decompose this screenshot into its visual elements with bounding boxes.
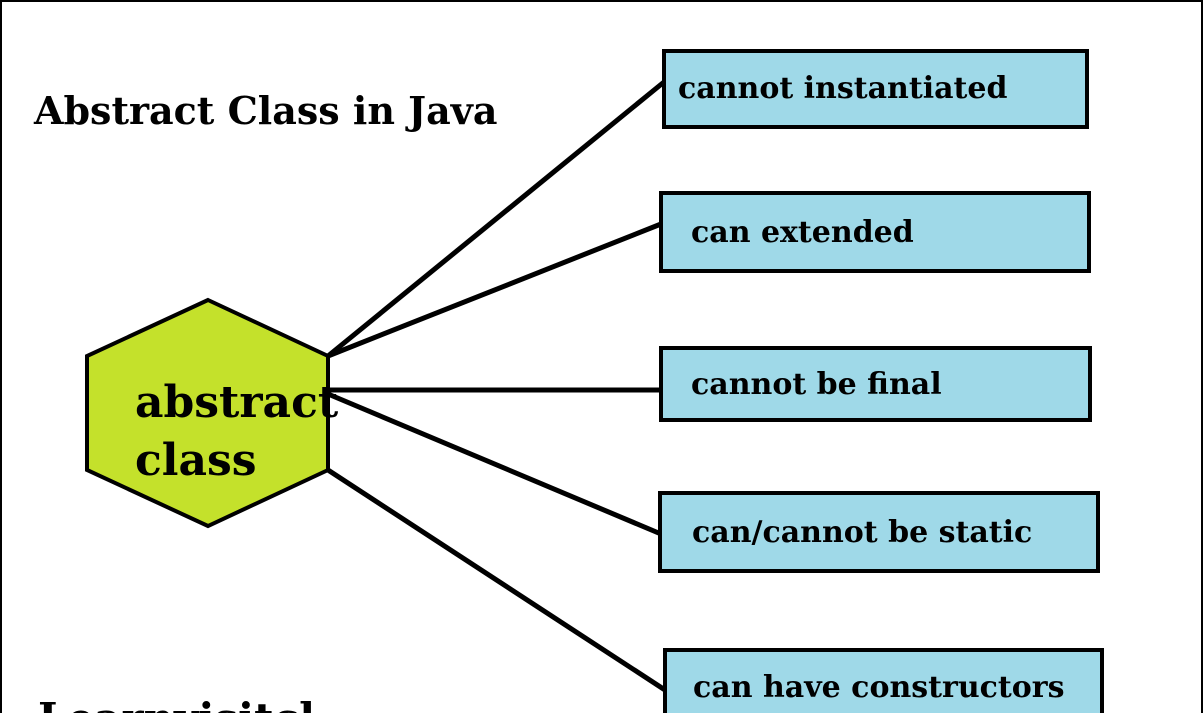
property-box-cannot-instantiated: cannot instantiated [662,49,1089,129]
property-label: can extended [691,214,914,250]
center-node-line-1: abstract [135,377,339,428]
property-box-static: can/cannot be static [658,491,1100,573]
diagram-title: Abstract Class in Java [34,88,498,133]
connector-line-5 [326,467,667,693]
property-label: can have constructors [693,670,1065,705]
property-label: can/cannot be static [692,514,1033,550]
property-box-can-extended: can extended [659,191,1091,273]
connector-line-1 [326,80,666,358]
center-node-line-2: class [135,435,257,486]
connector-line-2 [327,221,662,359]
connector-line-4 [327,391,662,537]
property-box-constructors: can have constructors [663,648,1104,713]
property-label: cannot instantiated [678,71,1008,106]
property-label: cannot be final [691,366,942,402]
watermark-partial-text: Learnvisitcl [38,694,315,713]
center-node-label: abstract class [135,374,339,490]
property-box-cannot-be-final: cannot be final [659,346,1092,422]
